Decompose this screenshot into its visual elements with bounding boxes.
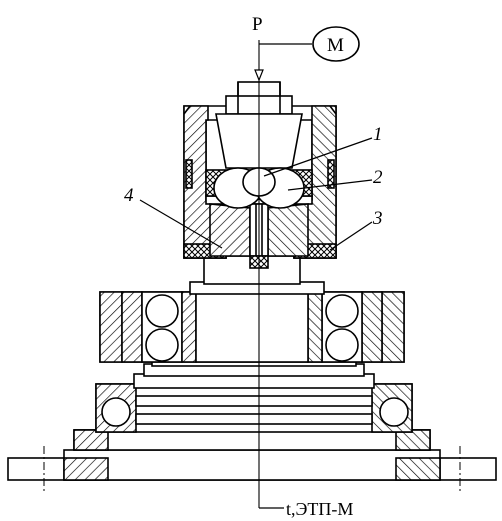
- motor-circle: [312, 26, 360, 62]
- middle-bearing-housing: [99, 291, 405, 363]
- part-3-label: 3: [372, 208, 383, 229]
- lower-bearing-housing: [95, 383, 413, 433]
- part-2-label: 2: [373, 167, 383, 188]
- lower-left-ball: [101, 397, 131, 427]
- part-1-label: 1: [373, 124, 383, 145]
- upper-right-ball-a: [325, 294, 359, 328]
- leader-lines: [139, 137, 373, 509]
- motor-label: М: [327, 35, 344, 56]
- lower-right-ball: [379, 397, 409, 427]
- base-flange: [7, 429, 497, 492]
- upper-right-ball-b: [325, 328, 359, 362]
- bottom-label: t,ЭТП-М: [286, 499, 353, 519]
- force-arrow: [254, 43, 312, 82]
- table-plate: [189, 255, 325, 295]
- part-4-label: 4: [124, 185, 134, 206]
- force-label: P: [252, 14, 263, 35]
- upper-left-ball-b: [145, 328, 179, 362]
- upper-left-ball-a: [145, 294, 179, 328]
